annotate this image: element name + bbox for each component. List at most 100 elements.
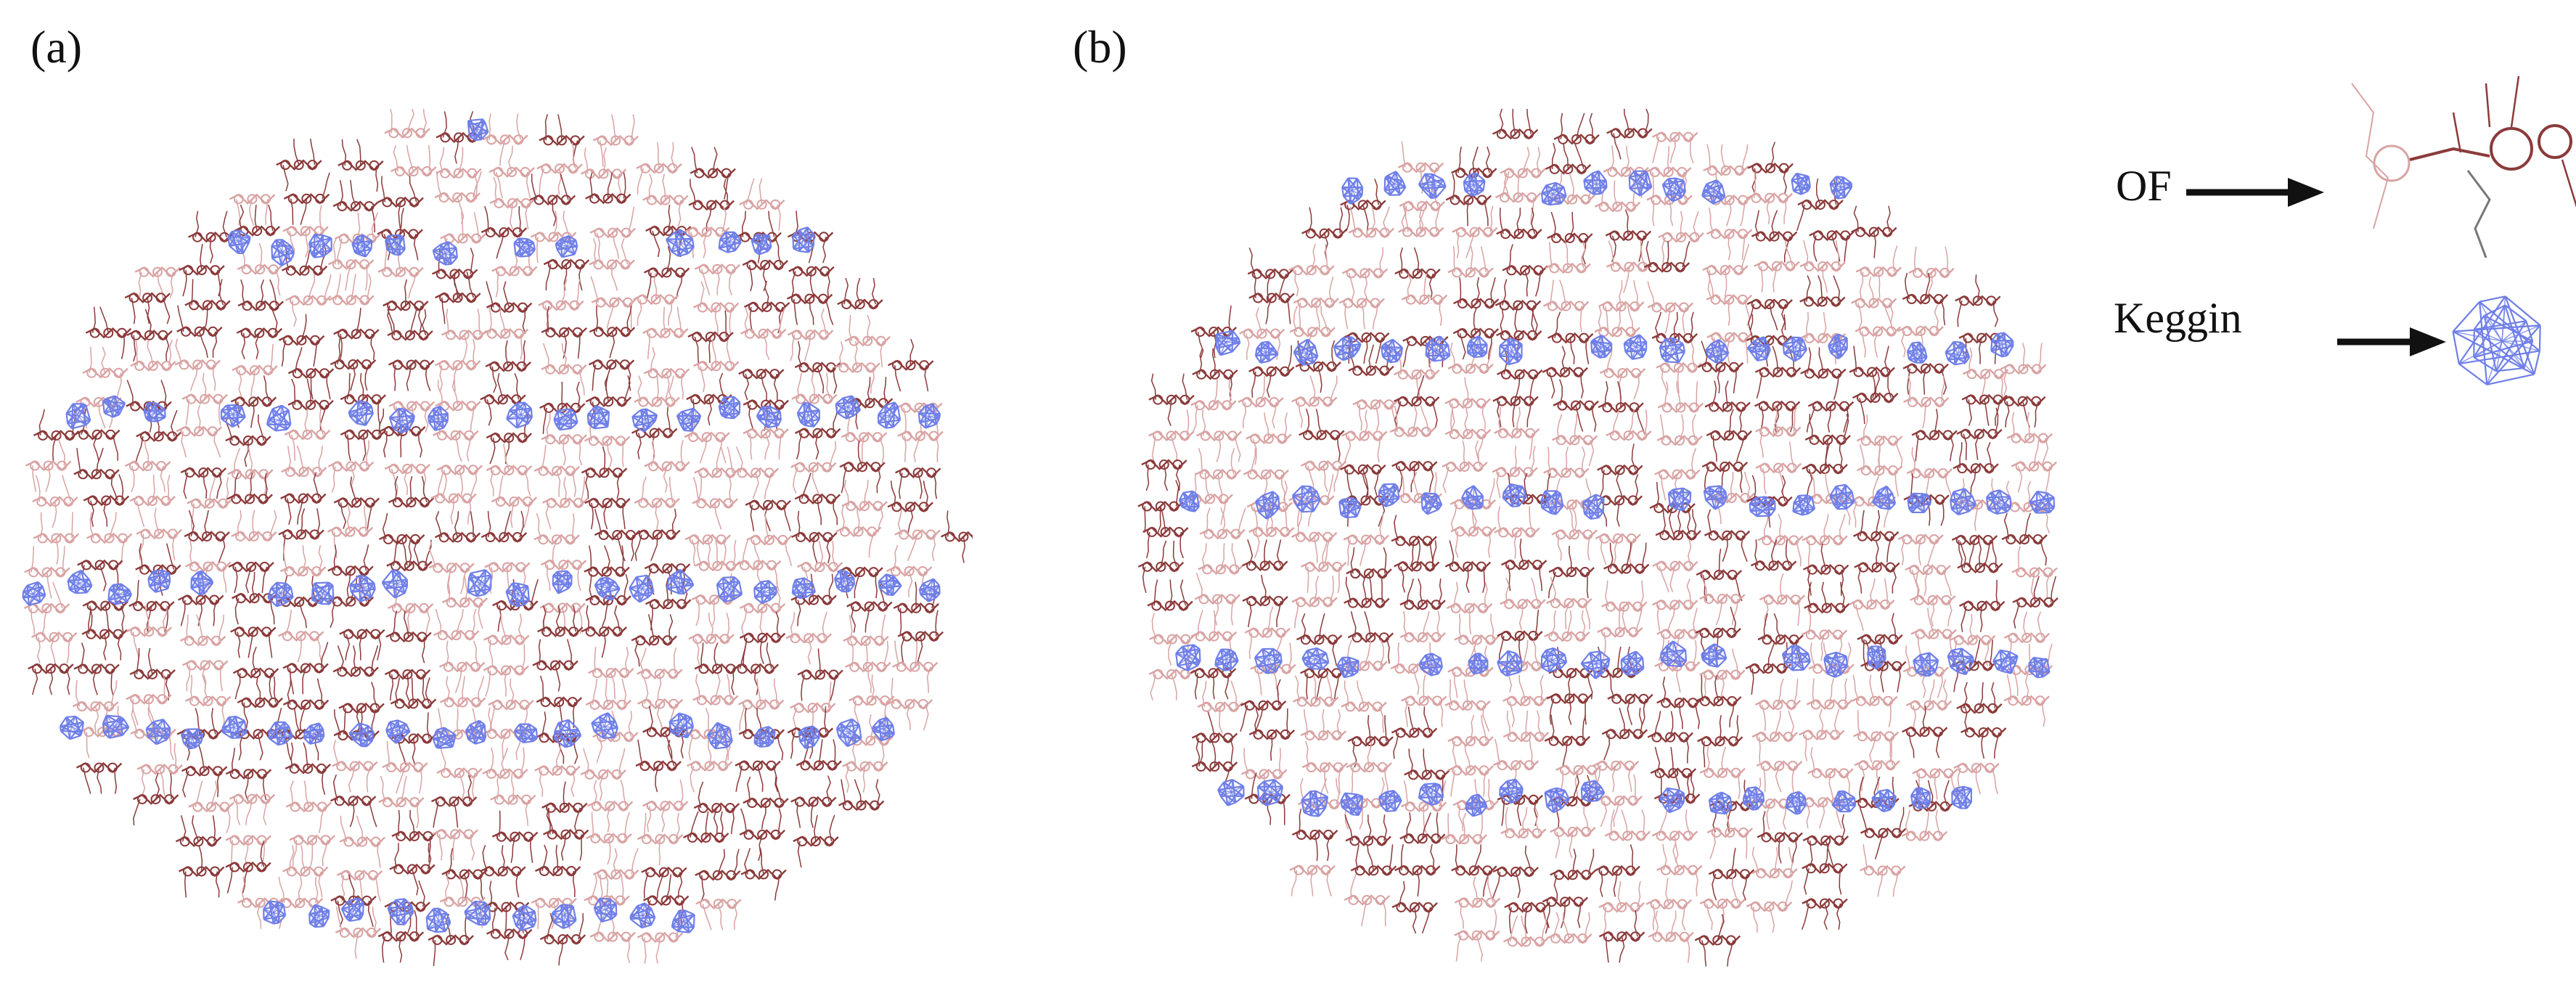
of-molecule [287,347,335,400]
of-molecule [1757,514,1804,567]
keggin-cluster [1950,488,1977,516]
keggin-cluster [348,400,374,427]
keggin-cluster [2473,304,2534,372]
of-molecule [1855,305,1901,358]
of-molecule [644,440,690,493]
keggin-cluster [1465,793,1488,817]
of-molecule [1903,375,1950,429]
of-molecule [231,510,277,542]
keggin-cluster [266,404,292,432]
of-molecule [225,834,271,867]
of-molecule [742,238,789,292]
keggin-cluster [591,712,618,739]
of-molecule [1291,808,1338,862]
of-molecule [586,780,634,833]
keggin-cluster [1255,491,1280,520]
keggin-cluster [1703,485,1727,510]
of-molecule [690,147,736,200]
of-molecule [180,467,227,499]
of-molecule [482,747,528,780]
panel-label-b: (b) [1073,21,1127,73]
of-molecule [235,708,282,761]
of-molecule [1806,400,1855,433]
of-molecule [384,463,430,496]
of-molecule [1148,373,1195,426]
of-molecule [82,346,128,399]
of-molecule [1500,539,1547,592]
of-molecule [686,372,732,426]
of-molecule [379,512,425,566]
keggin-cluster [835,718,862,748]
of-molecule [281,445,327,478]
keggin-cluster [1254,647,1283,674]
keggin-cluster [2028,656,2050,679]
of-molecule [839,441,886,494]
of-molecule [434,171,482,224]
of-molecule [1695,606,1741,660]
of-molecule [481,510,528,543]
of-molecule [73,642,120,695]
of-molecule [2012,576,2058,629]
of-molecule [1347,610,1394,664]
of-molecule [125,439,171,493]
of-molecule [1706,806,1754,859]
of-molecule [1293,675,1339,708]
of-molecule [790,775,837,828]
of-molecule [285,742,332,796]
of-molecule [1340,464,1386,496]
keggin-cluster [349,574,376,602]
of-molecule [482,307,529,360]
of-molecule [278,610,324,663]
of-molecule [1299,409,1345,462]
keggin-cluster [388,407,415,434]
keggin-cluster [1301,790,1329,817]
of-molecule [1601,708,1648,761]
of-molecule [585,172,631,205]
keggin-cluster [1178,490,1200,512]
of-molecule [1746,880,1793,933]
of-molecule [1597,444,1643,496]
of-molecule [1804,413,1851,466]
keggin-cluster [917,403,941,429]
of-molecule [1546,576,1592,630]
of-molecule [1699,746,1746,799]
of-molecule [1699,877,1746,931]
keggin-cluster [220,404,246,428]
keggin-cluster [835,395,862,420]
of-backbone [2409,147,2490,161]
keggin-cluster [1340,792,1364,817]
of-molecule [1454,613,1500,666]
of-molecule [1699,648,1746,701]
of-molecule [695,849,741,902]
of-molecule [1799,240,1846,293]
of-molecule [1657,381,1704,414]
of-molecule [529,173,576,226]
of-molecule [229,193,276,226]
of-molecule [787,308,834,361]
of-molecule [226,473,273,505]
of-molecule [1350,844,1397,876]
of-molecule [1394,247,1441,301]
of-molecule [179,614,226,647]
of-molecule [1656,677,1703,729]
of-molecule [541,781,588,834]
of-molecule [791,510,838,564]
of-molecule [1647,711,1693,764]
of-molecule [790,441,837,494]
of-molecule [541,476,589,530]
of-molecule [1645,878,1692,931]
of-molecule [1855,245,1902,298]
of-molecule [1291,375,1338,428]
keggin-cluster [432,241,458,266]
keggin-cluster [1540,647,1568,673]
of-molecule [184,674,232,727]
keggin-cluster [1910,787,1931,810]
keggin-cluster [180,728,204,750]
keggin-cluster [1336,656,1359,679]
of-molecule [330,774,377,827]
keggin-cluster [387,898,414,925]
of-molecule [1199,507,1246,540]
of-side-chains [2452,75,2576,208]
of-molecule [1195,448,1242,501]
of-ring-light [2373,144,2411,182]
